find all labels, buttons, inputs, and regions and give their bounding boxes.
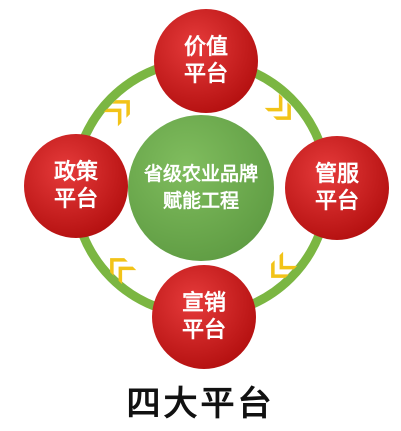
- platform-circle-promotion: [152, 265, 256, 369]
- diagram-caption: 四大平台: [126, 384, 275, 424]
- platform-circle-value: [154, 9, 258, 113]
- center-circle: [128, 115, 274, 261]
- platform-circle-policy: [24, 134, 128, 238]
- platform-circle-manage: [285, 136, 389, 240]
